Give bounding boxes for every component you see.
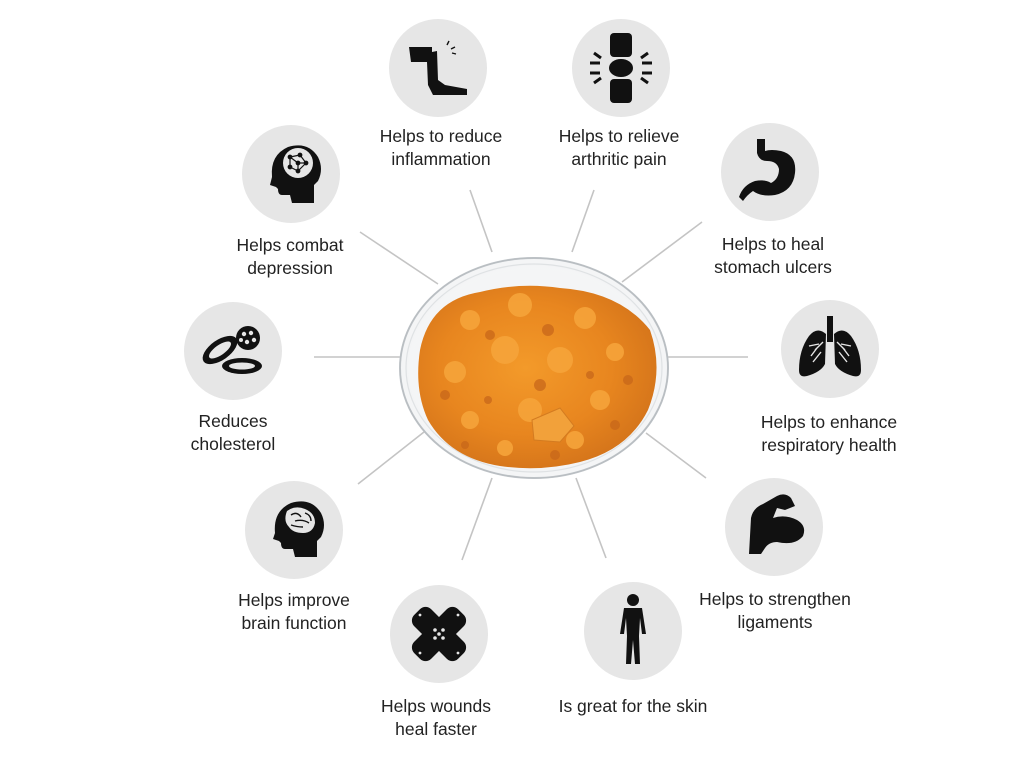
joint-icon — [590, 33, 652, 103]
joint-icon-circle — [572, 19, 670, 117]
benefit-label-stomach-ulcers: Helps to heal stomach ulcers — [714, 234, 832, 277]
connector-stomach-ulcers — [621, 221, 703, 283]
lungs-icon-circle — [781, 300, 879, 398]
depression-head-icon — [270, 145, 321, 203]
cholesterol-cells-icon — [202, 326, 262, 374]
brain-head-icon — [273, 501, 324, 557]
connector-wounds — [461, 477, 493, 561]
benefit-label-ligaments: Helps to strengthen ligaments — [699, 589, 851, 632]
human-body-icon-circle — [584, 582, 682, 680]
connector-depression — [359, 231, 439, 285]
benefit-label-wounds: Helps wounds heal faster — [381, 696, 491, 739]
bandage-icon — [411, 606, 467, 662]
benefit-label-respiratory: Helps to enhance respiratory health — [760, 412, 898, 455]
connector-brain — [357, 431, 425, 485]
benefit-label-cholesterol: Reduces cholesterol — [190, 411, 276, 454]
benefit-label-arthritic-pain: Helps to relieve arthritic pain — [558, 126, 680, 169]
muscle-arm-icon — [749, 494, 805, 554]
bandage-icon-circle — [390, 585, 488, 683]
connector-inflammation — [469, 189, 493, 253]
connector-ligaments — [645, 432, 707, 479]
human-body-icon — [620, 594, 646, 664]
stomach-icon-circle — [721, 123, 819, 221]
benefit-label-depression: Helps combat depression — [236, 235, 344, 278]
brain-head-icon-circle — [245, 481, 343, 579]
connector-skin — [575, 477, 607, 559]
stomach-icon — [739, 139, 796, 201]
benefit-label-skin: Is great for the skin — [558, 696, 708, 716]
muscle-arm-icon-circle — [725, 478, 823, 576]
leg-icon-circle — [389, 19, 487, 117]
benefit-label-inflammation: Helps to reduce inflammation — [379, 126, 503, 169]
benefit-label-brain-function: Helps improve brain function — [238, 590, 350, 633]
cholesterol-cells-icon-circle — [184, 302, 282, 400]
leg-icon — [409, 40, 467, 95]
depression-head-icon-circle — [242, 125, 340, 223]
connector-arthritic-pain — [571, 189, 595, 253]
lungs-icon — [799, 316, 861, 377]
